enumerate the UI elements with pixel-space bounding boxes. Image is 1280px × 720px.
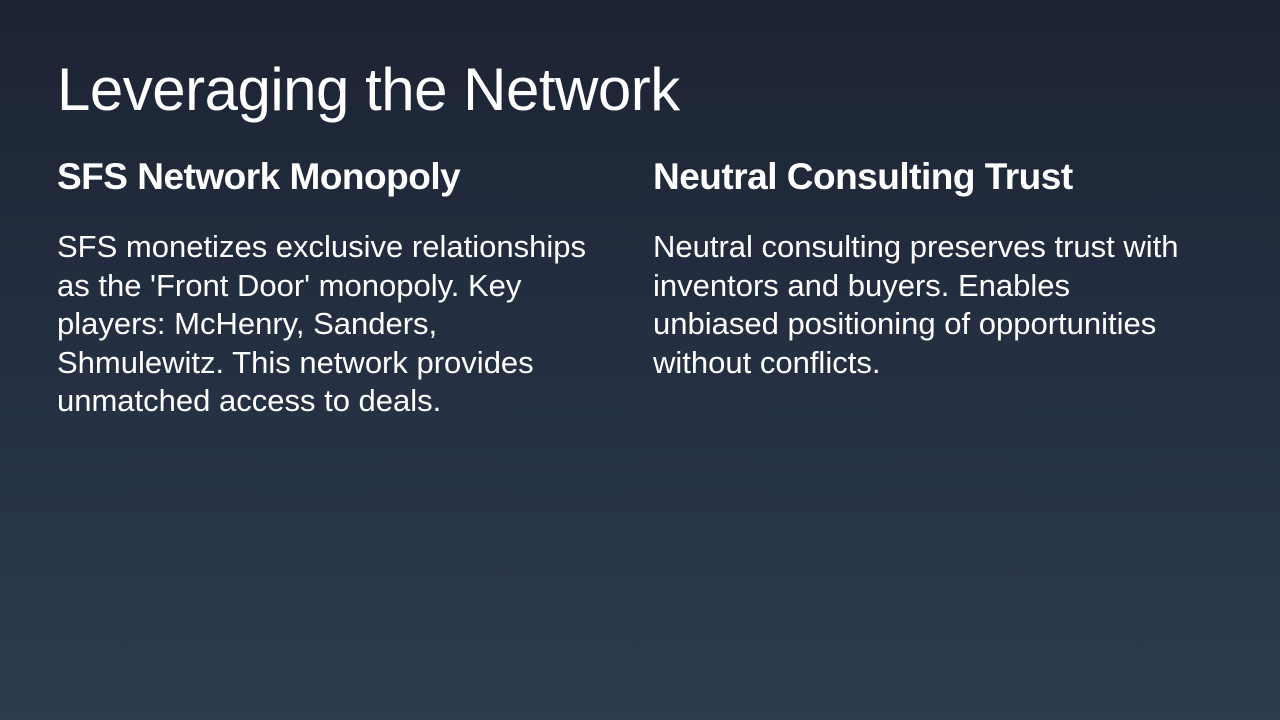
column-heading: SFS Network Monopoly	[57, 156, 461, 197]
column-body: SFS monetizes exclusive relationships as…	[57, 229, 586, 418]
column-body: Neutral consulting preserves trust with …	[653, 229, 1179, 380]
column-neutral-consulting-trust: Neutral Consulting Trust Neutral consult…	[653, 152, 1193, 382]
slide-title: Leveraging the Network	[57, 56, 680, 123]
column-sfs-network-monopoly: SFS Network Monopoly SFS monetizes exclu…	[57, 152, 597, 421]
column-heading: Neutral Consulting Trust	[653, 156, 1073, 197]
